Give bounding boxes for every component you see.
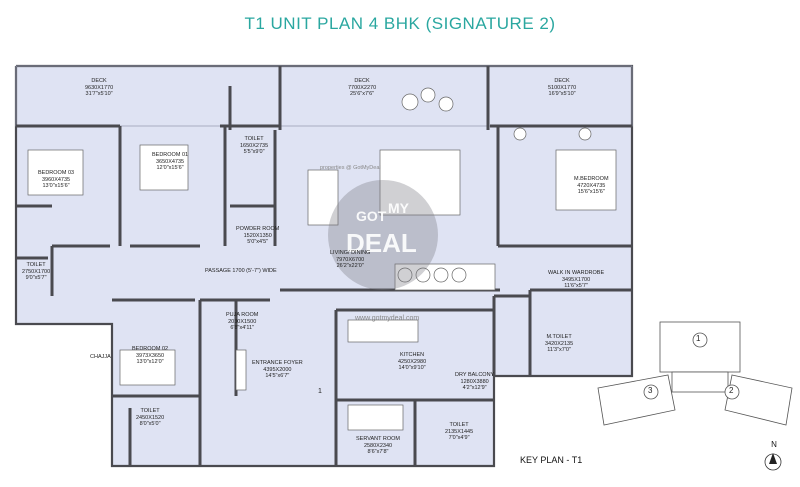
keyplan-label: KEY PLAN - T1 [520, 455, 583, 465]
key-plan-diagram [597, 321, 793, 426]
watermark-url: www.gotmydeal.com [355, 315, 420, 322]
plan-title: T1 UNIT PLAN 4 BHK (SIGNATURE 2) [244, 14, 556, 33]
room-passage: PASSAGE 1700 (5'-7") WIDE [205, 268, 277, 274]
interior-walls [16, 66, 632, 466]
keyplan-tower-1: 1 [696, 334, 701, 343]
chairs [397, 87, 592, 283]
north-arrow [764, 453, 782, 471]
watermark-logo: GOT MY DEAL [328, 180, 438, 290]
keyplan-tower-3: 3 [648, 386, 653, 395]
watermark-line1: GOT [356, 208, 387, 224]
watermark-line2: MY [388, 200, 409, 216]
furniture [27, 144, 617, 431]
chajja-label: CHAJJA [90, 354, 111, 360]
watermark-site: properties @ GotMyDeal [320, 165, 381, 171]
entrance-number: 1 [318, 388, 322, 395]
watermark-line3: DEAL [346, 228, 417, 258]
deck-rail [15, 65, 633, 127]
keyplan-tower-2: 2 [729, 386, 734, 395]
north-label: N [771, 440, 777, 449]
